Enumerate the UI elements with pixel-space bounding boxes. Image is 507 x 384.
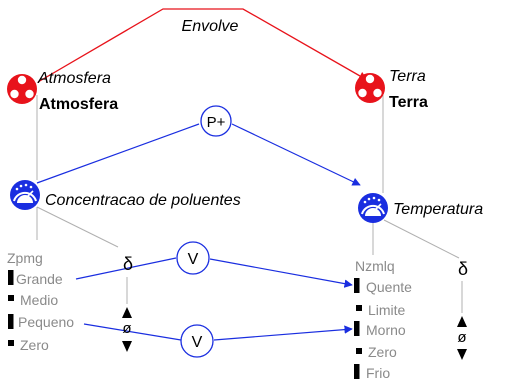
concentracao-label: Concentracao de poluentes: [45, 192, 241, 209]
left-qs-point-marker[interactable]: [8, 340, 14, 346]
left-qs-value-marker[interactable]: [8, 270, 14, 285]
right-derivative-zero: ø: [457, 329, 466, 346]
temperatura-label: Temperatura: [393, 201, 483, 218]
terra-bold-label: Terra: [389, 94, 428, 111]
right-qs-value-marker[interactable]: [354, 278, 360, 293]
left-derivative-down-icon[interactable]: [122, 341, 132, 352]
right-qs-value: Frio: [366, 365, 390, 381]
right-qs-point-marker[interactable]: [356, 305, 362, 311]
right-derivative-up-icon[interactable]: [457, 316, 467, 327]
temperatura-gauge-icon[interactable]: [358, 193, 388, 223]
influence-label: P+: [207, 114, 226, 131]
corr1-line-out: [209, 258, 353, 288]
left-qs-value: Medio: [20, 292, 58, 308]
right-qs-value: Morno: [366, 322, 406, 338]
atmosfera-bold-label: Atmosfera: [39, 96, 118, 113]
corr2-line-in: [83, 323, 182, 341]
right-qs-value: Limite: [368, 302, 406, 318]
left-qs-name: Zpmg: [7, 250, 43, 266]
correspondence-label: V: [188, 251, 199, 268]
corr2-line-out: [213, 325, 353, 341]
right-qs-name: Nzmlq: [355, 258, 395, 274]
left-qs-point-marker[interactable]: [8, 295, 14, 301]
influence-line-out: [231, 123, 361, 186]
correspondence-label: V: [192, 334, 203, 351]
corr1-line-in: [75, 257, 177, 280]
terra-italic-label: Terra: [389, 68, 426, 85]
correspondence-node[interactable]: [176, 241, 210, 275]
influence-node[interactable]: [200, 105, 232, 137]
influence-line-in: [36, 123, 200, 184]
relation-line: [37, 8, 368, 83]
atmosfera-entity-icon[interactable]: [7, 74, 37, 104]
right-qs-value-marker[interactable]: [354, 364, 360, 379]
right-qs-value: Zero: [368, 344, 397, 360]
correspondence-node[interactable]: [180, 324, 214, 358]
left-qs-value: Zero: [20, 337, 49, 353]
left-qs-value: Pequeno: [18, 314, 74, 330]
right-qs-value-marker[interactable]: [354, 321, 360, 336]
right-deriv-line: [383, 219, 460, 259]
terra-entity-icon[interactable]: [355, 73, 385, 103]
left-derivative-delta: δ: [123, 254, 133, 274]
atmosfera-italic-label: Atmosfera: [37, 70, 111, 87]
left-qs-value-marker[interactable]: [8, 314, 14, 329]
right-qs-value: Quente: [366, 279, 412, 295]
right-qs-point-marker[interactable]: [356, 348, 362, 354]
concentracao-gauge-icon[interactable]: [10, 180, 40, 210]
right-derivative-delta: δ: [458, 259, 468, 279]
right-derivative-down-icon[interactable]: [457, 349, 467, 360]
left-derivative-up-icon[interactable]: [122, 307, 132, 318]
left-qs-value: Grande: [16, 271, 63, 287]
left-deriv-line: [36, 206, 119, 248]
left-derivative-zero: ø: [122, 320, 131, 337]
relation-label: Envolve: [182, 18, 239, 35]
